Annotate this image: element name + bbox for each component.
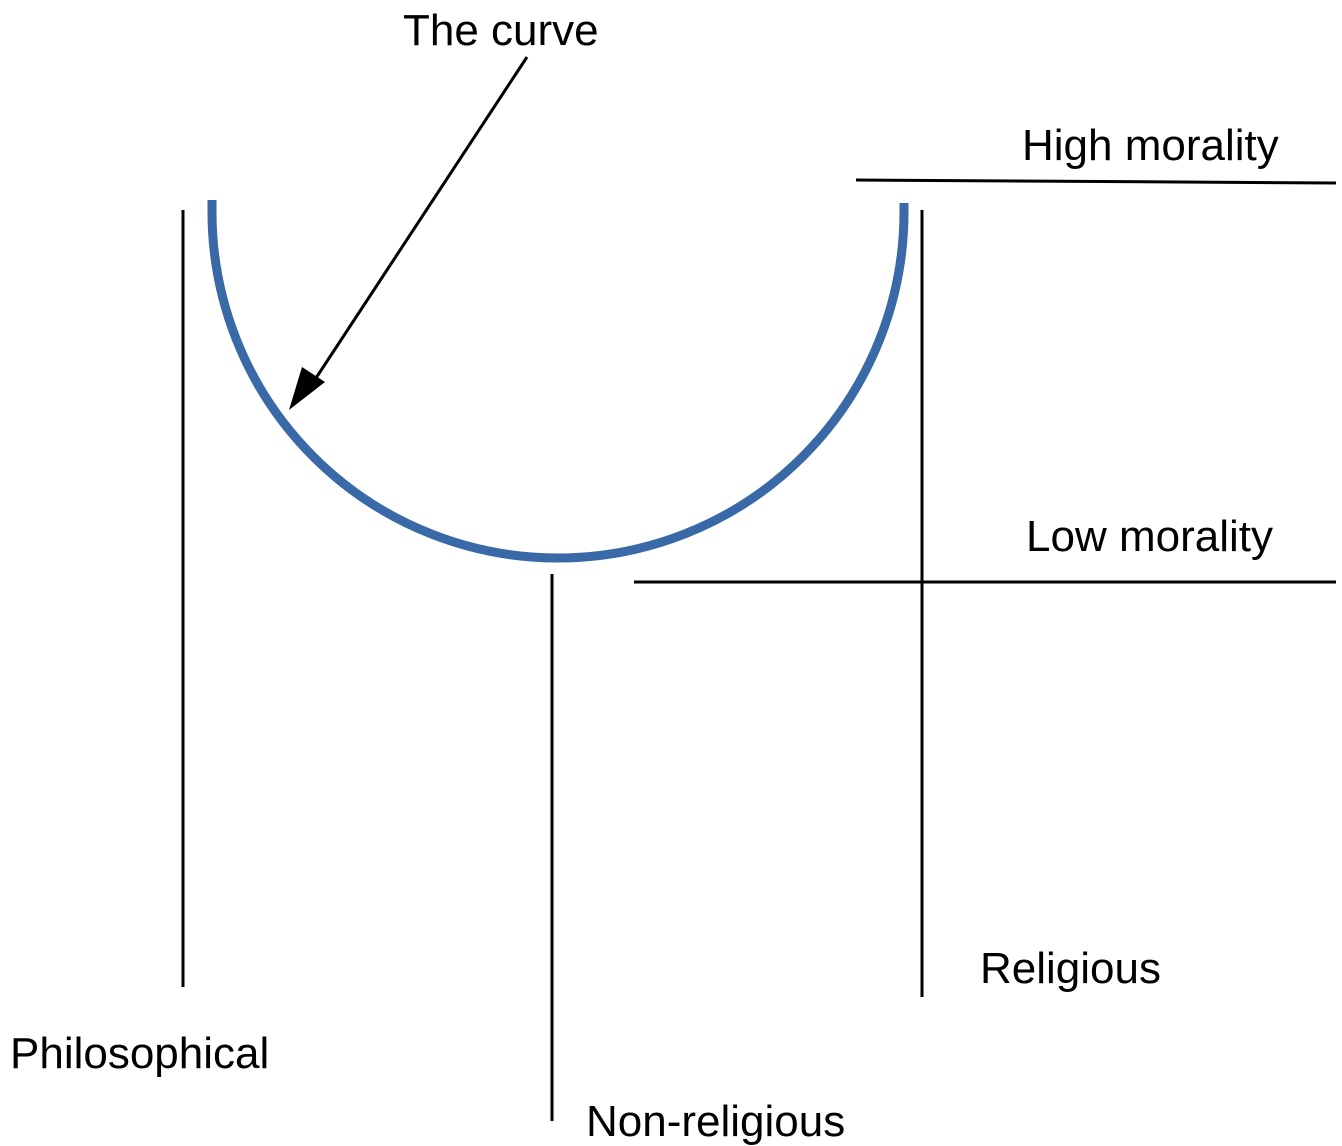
- non-religious-label: Non-religious: [586, 1097, 845, 1146]
- high-morality-line: [855, 178, 1337, 185]
- low-morality-label: Low morality: [1026, 512, 1273, 561]
- the-curve: [207, 200, 909, 563]
- curve-pointer-arrow: [314, 56, 529, 379]
- curve-label: The curve: [403, 6, 599, 55]
- high-morality-label: High morality: [1022, 121, 1279, 170]
- religious-label: Religious: [980, 944, 1161, 993]
- curve-pointer-arrowhead: [289, 367, 325, 410]
- philosophical-label: Philosophical: [10, 1029, 269, 1078]
